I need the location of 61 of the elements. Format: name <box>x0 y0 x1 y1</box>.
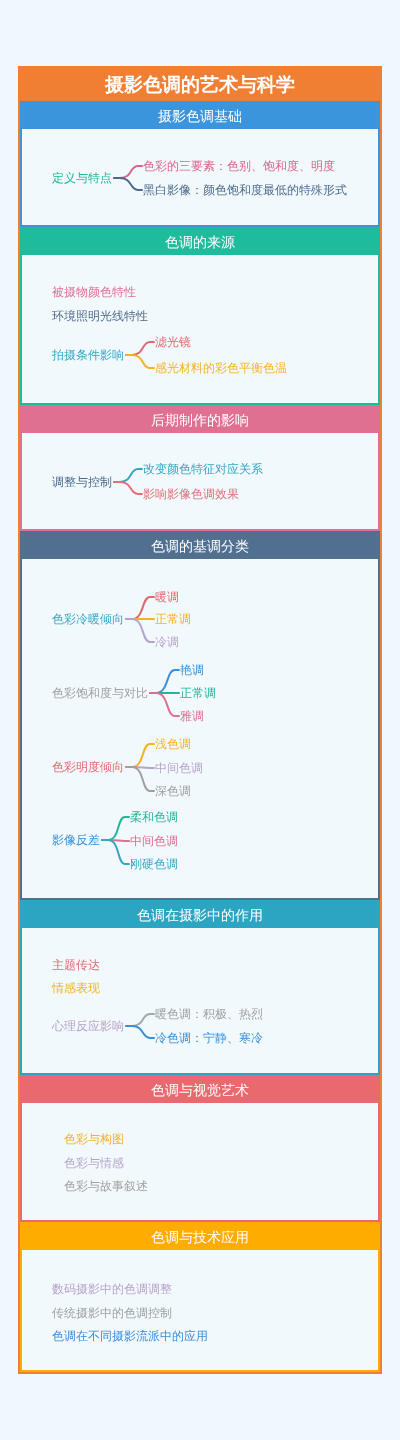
topic-text: 心理反应影响 <box>52 1017 124 1035</box>
section-header: 色调在摄影中的作用 <box>22 902 378 928</box>
branch-line <box>125 1025 155 1039</box>
topic-text: 改变颜色特征对应关系 <box>143 460 263 478</box>
topic-text: 影像反差 <box>52 831 100 849</box>
topic-text: 刚硬色调 <box>130 855 178 873</box>
topic-text: 冷色调：宁静、寒冷 <box>155 1029 263 1047</box>
branch-line <box>101 839 130 865</box>
branch-line <box>125 618 155 643</box>
topic-text: 黑白影像：颜色饱和度最低的特殊形式 <box>143 181 347 199</box>
topic-text: 色彩的三要素：色别、饱和度、明度 <box>143 157 335 175</box>
list-item-text: 情感表现 <box>52 980 100 997</box>
topic-text: 感光材料的彩色平衡色温 <box>155 359 287 377</box>
list-item-text: 数码摄影中的色调调整 <box>52 1281 172 1298</box>
branch-line <box>125 354 155 369</box>
section-header: 色调的基调分类 <box>22 533 378 559</box>
topic-text: 拍摄条件影响 <box>52 346 124 364</box>
topic-text: 正常调 <box>155 610 191 628</box>
topic-text: 中间色调 <box>130 832 178 850</box>
topic-text: 浅色调 <box>155 735 191 753</box>
topic-text: 暖色调：积极、热烈 <box>155 1005 263 1023</box>
branch-line <box>125 766 155 792</box>
topic-text: 中间色调 <box>155 759 203 777</box>
section-header: 色调的来源 <box>22 229 378 255</box>
topic-text: 柔和色调 <box>130 808 178 826</box>
list-item-text: 环境照明光线特性 <box>52 308 148 325</box>
list-item-text: 色彩与情感 <box>64 1155 124 1172</box>
list-item-text: 传统摄影中的色调控制 <box>52 1305 172 1322</box>
topic-text: 调整与控制 <box>52 473 112 491</box>
list-item-text: 色彩与构图 <box>64 1131 124 1148</box>
list-item-text: 被摄物颜色特性 <box>52 284 136 301</box>
topic-text: 影响影像色调效果 <box>143 485 239 503</box>
topic-text: 正常调 <box>180 684 216 702</box>
topic-text: 冷调 <box>155 633 179 651</box>
topic-text: 艳调 <box>180 661 204 679</box>
branch-line <box>149 692 180 717</box>
section-header: 摄影色调基础 <box>22 103 378 129</box>
topic-text: 滤光镜 <box>155 333 191 351</box>
branch-line <box>113 177 143 191</box>
topic-text: 雅调 <box>180 707 204 725</box>
section-header: 色调与视觉艺术 <box>22 1077 378 1103</box>
topic-text: 深色调 <box>155 782 191 800</box>
list-item-text: 主题传达 <box>52 957 100 974</box>
topic-text: 色彩饱和度与对比 <box>52 684 148 702</box>
section-header: 后期制作的影响 <box>22 407 378 433</box>
topic-text: 色彩明度倾向 <box>52 758 124 776</box>
topic-text: 暖调 <box>155 588 179 606</box>
topic-text: 定义与特点 <box>52 169 112 187</box>
list-item-text: 色彩与故事叙述 <box>64 1178 148 1195</box>
section-panel <box>20 405 380 531</box>
section-panel <box>20 1222 380 1372</box>
mindmap-frame <box>18 66 382 1374</box>
list-item-text: 色调在不同摄影流派中的应用 <box>52 1328 208 1345</box>
section-panel <box>20 900 380 1075</box>
section-panel <box>20 531 380 900</box>
branch-line <box>113 481 143 495</box>
section-header: 色调与技术应用 <box>22 1224 378 1250</box>
topic-text: 色彩冷暖倾向 <box>52 610 124 628</box>
section-panel <box>20 227 380 405</box>
section-panel <box>20 1075 380 1222</box>
section-panel <box>20 101 380 227</box>
